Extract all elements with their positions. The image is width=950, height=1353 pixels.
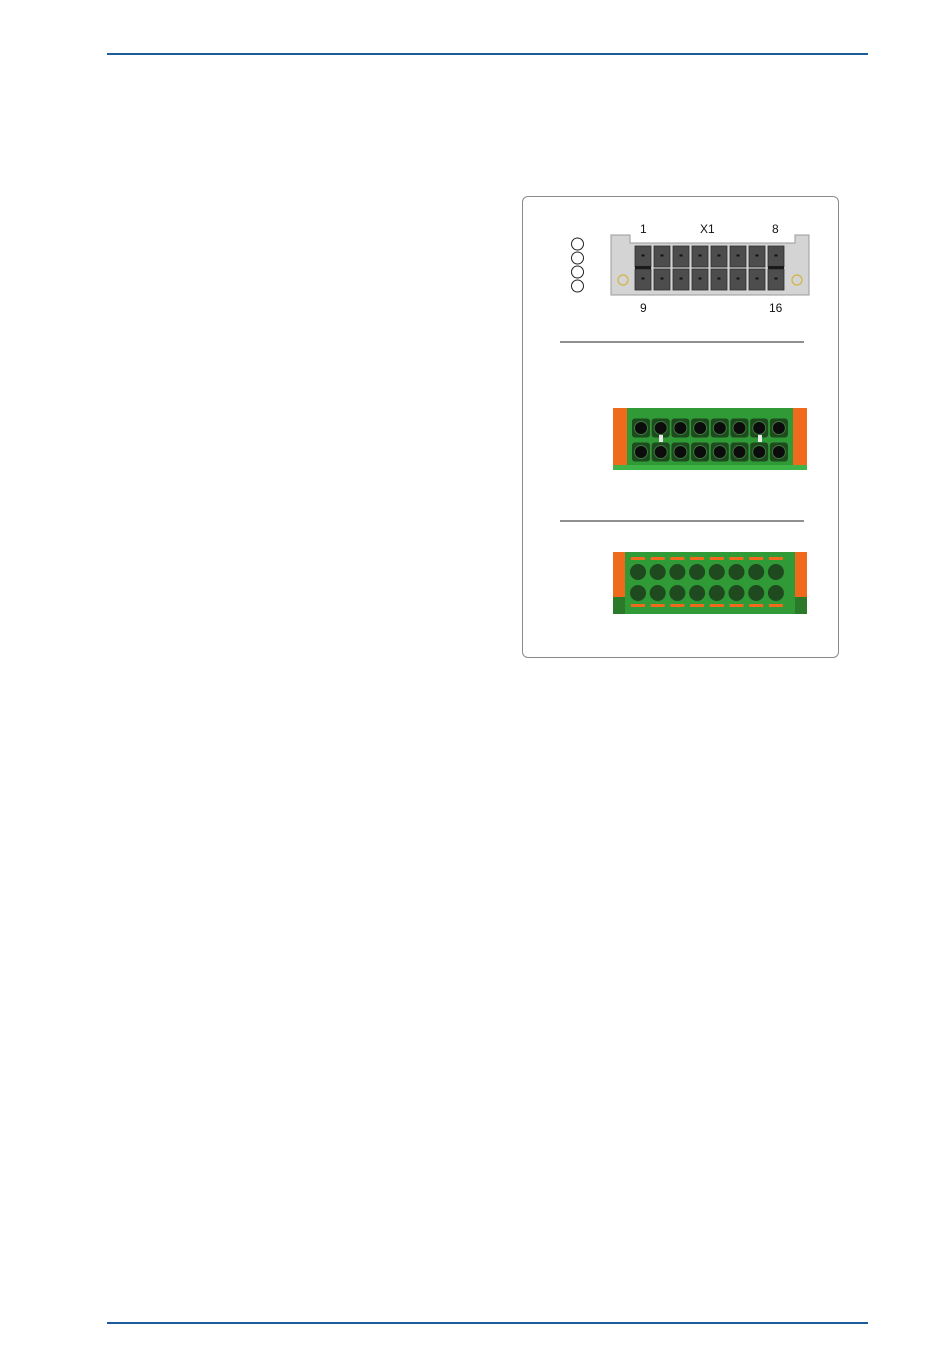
plug-top-release-bottom-3: [670, 604, 684, 607]
plug-top-latch-left: [613, 552, 625, 597]
status-led-4: [572, 280, 584, 292]
header-polarity-bar-left: [635, 266, 651, 269]
plug-top-opening-15: [748, 585, 764, 601]
connector-designator: X1: [700, 222, 715, 236]
plug-top-release-bottom-7: [749, 604, 763, 607]
plug-top-release-top-8: [769, 557, 783, 560]
plug-top-release-top-3: [670, 557, 684, 560]
plug-top-release-bottom-4: [690, 604, 704, 607]
pin-9-label: 9: [640, 301, 647, 315]
plug-front-opening-9: [635, 446, 648, 459]
plug-top-release-top-5: [710, 557, 724, 560]
plug-top-foot-left: [613, 597, 625, 614]
plug-top-latch-right: [795, 552, 807, 597]
plug-front-opening-14: [733, 446, 746, 459]
plug-front-view: [613, 408, 807, 470]
pin-contact-9: [642, 278, 645, 280]
plug-top-view: [613, 552, 807, 614]
plug-top-opening-10: [650, 585, 666, 601]
plug-front-base: [613, 465, 807, 470]
plug-top-opening-4: [689, 564, 705, 580]
plug-top-release-bottom-5: [710, 604, 724, 607]
plug-top-release-top-7: [749, 557, 763, 560]
pin-contact-7: [756, 255, 759, 257]
pin-contact-3: [680, 255, 683, 257]
plug-front-opening-16: [772, 446, 785, 459]
plug-front-opening-2: [654, 422, 667, 435]
pin-header-x1: [611, 235, 809, 295]
pin-1-label: 1: [640, 222, 647, 236]
plug-front-latch-right: [793, 408, 807, 470]
pin-contact-14: [737, 278, 740, 280]
pin-16-label: 16: [769, 301, 782, 315]
pin-contact-5: [718, 255, 721, 257]
connector-figure-panel: 1 X1 8 9 16: [522, 196, 839, 658]
plug-top-opening-12: [689, 585, 705, 601]
plug-front-latch-left: [613, 408, 627, 470]
status-led-2: [572, 252, 584, 264]
plug-front-opening-12: [694, 446, 707, 459]
plug-top-opening-8: [768, 564, 784, 580]
plug-front-opening-1: [635, 422, 648, 435]
plug-top-opening-6: [729, 564, 745, 580]
pin-contact-2: [661, 255, 664, 257]
status-led-3: [572, 266, 584, 278]
plug-top-release-bottom-8: [769, 604, 783, 607]
plug-front-opening-5: [713, 422, 726, 435]
plug-front-opening-11: [674, 446, 687, 459]
plug-top-opening-16: [768, 585, 784, 601]
pin-contact-8: [775, 255, 778, 257]
pin-contact-10: [661, 278, 664, 280]
plug-front-marker-right: [758, 435, 762, 442]
pin-contact-13: [718, 278, 721, 280]
status-led-column: [572, 238, 584, 292]
footer-rule: [107, 1322, 868, 1324]
header-polarity-bar-right: [768, 266, 784, 269]
pin-contact-6: [737, 255, 740, 257]
plug-top-release-bottom-6: [730, 604, 744, 607]
pin-contact-4: [699, 255, 702, 257]
plug-top-opening-13: [709, 585, 725, 601]
plug-top-release-top-6: [730, 557, 744, 560]
connector-figure: [523, 197, 840, 659]
plug-front-opening-4: [694, 422, 707, 435]
plug-top-release-bottom-1: [631, 604, 645, 607]
pin-contact-15: [756, 278, 759, 280]
plug-top-release-top-4: [690, 557, 704, 560]
pin-contact-11: [680, 278, 683, 280]
plug-top-release-bottom-2: [651, 604, 665, 607]
status-led-1: [572, 238, 584, 250]
plug-top-opening-5: [709, 564, 725, 580]
plug-top-opening-9: [630, 585, 646, 601]
pin-contact-16: [775, 278, 778, 280]
plug-front-opening-8: [772, 422, 785, 435]
plug-top-foot-right: [795, 597, 807, 614]
plug-top-opening-2: [650, 564, 666, 580]
plug-top-opening-11: [669, 585, 685, 601]
plug-top-opening-14: [729, 585, 745, 601]
plug-front-marker-left: [659, 435, 663, 442]
plug-top-release-top-1: [631, 557, 645, 560]
header-rule: [107, 53, 868, 55]
pin-contact-1: [642, 255, 645, 257]
plug-top-opening-3: [669, 564, 685, 580]
pin-8-label: 8: [772, 222, 779, 236]
plug-front-opening-7: [753, 422, 766, 435]
plug-top-release-top-2: [651, 557, 665, 560]
plug-front-opening-15: [753, 446, 766, 459]
plug-front-opening-3: [674, 422, 687, 435]
plug-front-opening-10: [654, 446, 667, 459]
pin-contact-12: [699, 278, 702, 280]
plug-top-opening-7: [748, 564, 764, 580]
plug-top-opening-1: [630, 564, 646, 580]
plug-front-opening-6: [733, 422, 746, 435]
plug-front-opening-13: [713, 446, 726, 459]
